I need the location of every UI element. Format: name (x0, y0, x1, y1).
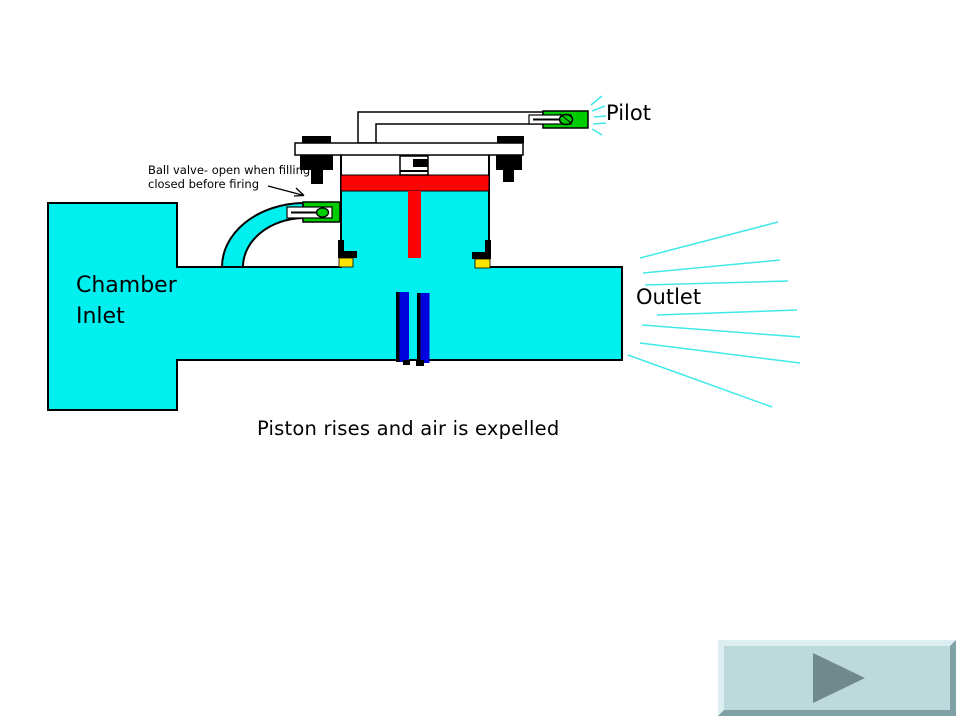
chamber-inlet-line2: Inlet (76, 304, 125, 329)
piston-head (340, 174, 490, 192)
piston-discs (396, 292, 430, 366)
valve-seat-connector (399, 155, 429, 176)
caption-text: Piston rises and air is expelled (257, 417, 560, 440)
piston-rod (408, 191, 421, 258)
ball-valve-arrow (267, 185, 305, 197)
pilot-valve (528, 110, 589, 129)
left-clamp-bolt (300, 136, 333, 184)
top-plate (294, 142, 524, 156)
cylinder-seals (338, 240, 491, 269)
ball-valve (286, 201, 341, 223)
outlet-label: Outlet (636, 285, 702, 309)
outlet-spray-lines (627, 221, 801, 408)
ball-valve-note-line2: closed before firing (148, 177, 259, 191)
play-icon (813, 653, 865, 703)
pilot-label: Pilot (606, 101, 651, 125)
ball-valve-note: Ball valve- open when filling, closed be… (148, 163, 314, 191)
chamber-inlet-line1: Chamber (76, 273, 177, 298)
chamber-inlet-label: Chamber Inlet (76, 270, 177, 332)
pilot-spray-lines (590, 95, 607, 136)
chamber-body (47, 202, 623, 411)
ball-valve-note-line1: Ball valve- open when filling, (148, 163, 314, 177)
next-slide-button[interactable] (718, 640, 956, 716)
right-clamp-bolt (496, 136, 524, 182)
